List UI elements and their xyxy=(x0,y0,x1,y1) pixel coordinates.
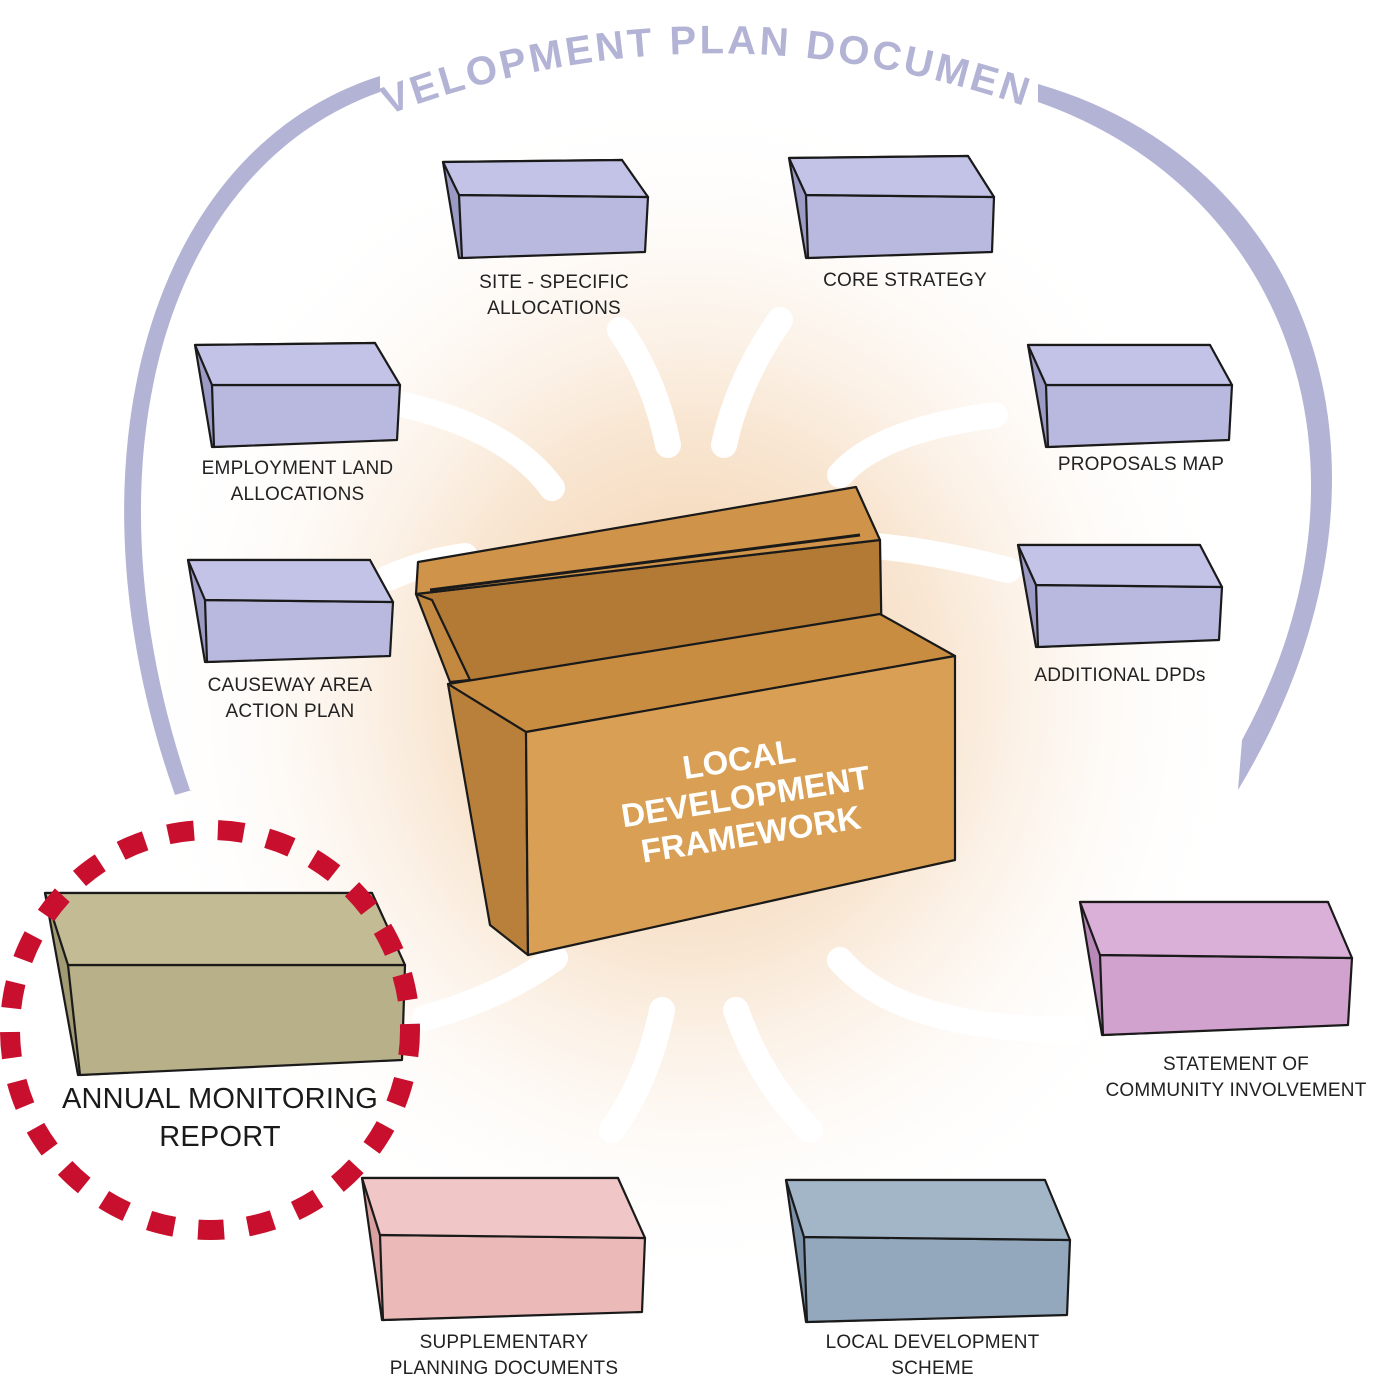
label-additional-dpds: ADDITIONAL DPDs xyxy=(1005,663,1235,689)
folder-proposals-map xyxy=(1026,343,1234,449)
document-folders xyxy=(43,154,1354,1324)
highlight-ring xyxy=(0,820,420,1240)
framework-box xyxy=(414,485,957,957)
label-employment-land: EMPLOYMENT LAND ALLOCATIONS xyxy=(175,456,420,508)
box-front xyxy=(524,654,957,957)
lid-crease xyxy=(429,533,861,592)
folder-site-specific xyxy=(441,158,650,260)
folder-local-scheme xyxy=(784,1178,1072,1324)
label-site-specific-line-2: ALLOCATIONS xyxy=(487,298,621,319)
label-causeway-line-2: ACTION PLAN xyxy=(225,701,355,722)
label-local-scheme-line-1: LOCAL DEVELOPMENT xyxy=(825,1332,1040,1353)
label-community-involvement: STATEMENT OF COMMUNITY INVOLVEMENT xyxy=(1086,1052,1386,1104)
arc-title: DEVELOPMENT PLAN DOCUMENTS xyxy=(0,0,1037,123)
label-proposals-map-line-1: PROPOSALS MAP xyxy=(1057,454,1225,475)
label-causeway: CAUSEWAY AREA ACTION PLAN xyxy=(180,673,400,725)
folder-supplementary xyxy=(360,1176,647,1322)
label-additional-dpds-line-1: ADDITIONAL DPDs xyxy=(1034,665,1206,686)
folder-employment-land xyxy=(193,341,402,449)
label-community-involvement-line-1: STATEMENT OF xyxy=(1163,1054,1309,1075)
folder-causeway xyxy=(186,558,395,664)
left-arc-band xyxy=(124,76,380,795)
label-site-specific-line-1: SITE - SPECIFIC xyxy=(479,272,629,293)
right-arc-band xyxy=(1038,84,1333,790)
label-causeway-line-1: CAUSEWAY AREA xyxy=(207,675,373,696)
box-lid xyxy=(414,485,882,596)
label-core-strategy-line-1: CORE STRATEGY xyxy=(823,270,987,291)
label-community-involvement-line-2: COMMUNITY INVOLVEMENT xyxy=(1105,1080,1367,1101)
label-core-strategy: CORE STRATEGY xyxy=(790,268,1020,294)
label-annual-monitoring: ANNUAL MONITORING REPORT xyxy=(40,1080,400,1156)
folder-additional-dpds xyxy=(1016,543,1224,649)
label-supplementary: SUPPLEMENTARY PLANNING DOCUMENTS xyxy=(365,1330,643,1382)
label-annual-monitoring-line-2: REPORT xyxy=(159,1121,281,1153)
label-employment-land-line-2: ALLOCATIONS xyxy=(230,484,365,505)
label-site-specific: SITE - SPECIFIC ALLOCATIONS xyxy=(443,270,665,322)
folder-annual-monitoring xyxy=(43,891,407,1077)
label-annual-monitoring-line-1: ANNUAL MONITORING xyxy=(62,1083,378,1115)
folder-core-strategy xyxy=(787,154,996,260)
folder-community-involvement xyxy=(1078,900,1354,1037)
label-employment-land-line-1: EMPLOYMENT LAND xyxy=(201,458,394,479)
label-local-scheme: LOCAL DEVELOPMENT SCHEME xyxy=(800,1330,1065,1382)
label-local-scheme-line-2: SCHEME xyxy=(891,1358,974,1379)
label-proposals-map: PROPOSALS MAP xyxy=(1025,452,1257,478)
label-supplementary-line-2: PLANNING DOCUMENTS xyxy=(389,1358,619,1379)
label-supplementary-line-1: SUPPLEMENTARY xyxy=(419,1332,589,1353)
